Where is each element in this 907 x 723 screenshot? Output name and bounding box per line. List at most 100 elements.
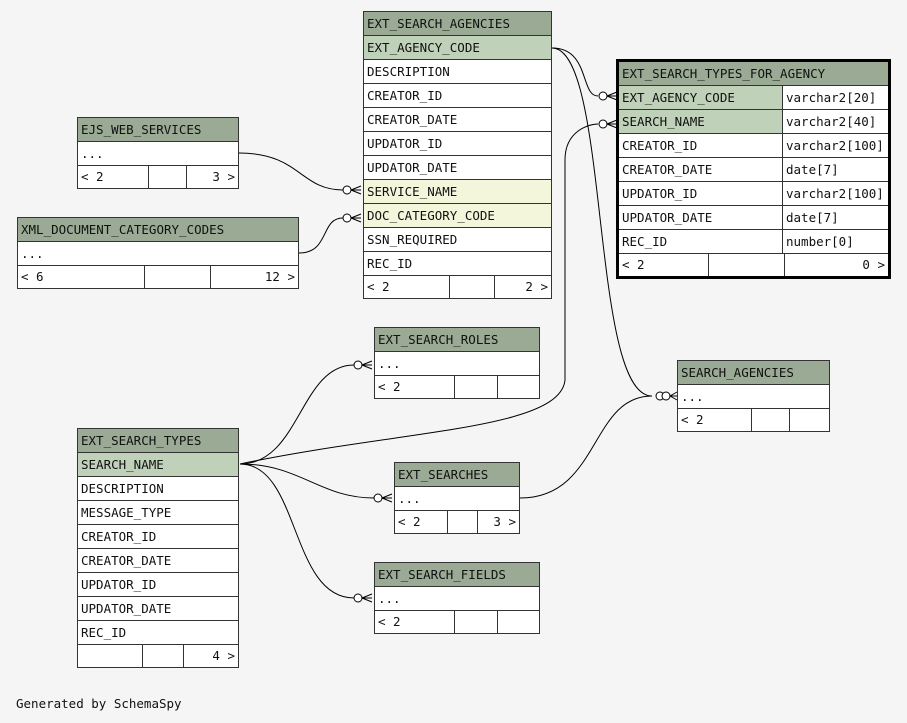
parents-count[interactable]: < 2: [375, 611, 455, 633]
parents-count[interactable]: < 2: [678, 409, 752, 431]
footer-spacer: [143, 645, 184, 667]
parents-count[interactable]: < 2: [375, 376, 455, 398]
parents-count[interactable]: < 6: [18, 266, 145, 288]
column-type: number[0]: [786, 234, 854, 249]
column-doc-category-code: DOC_CATEGORY_CODE: [367, 208, 495, 223]
edge-searches-to-search-agencies: [519, 395, 653, 499]
column-updator-id: UPDATOR_ID: [367, 136, 443, 151]
column-search-name: SEARCH_NAME: [619, 110, 783, 133]
parents-count[interactable]: [78, 645, 143, 667]
column-creator-date: CREATOR_DATE: [619, 158, 783, 181]
column-type: varchar2[40]: [786, 114, 877, 129]
edge-search-types-to-roles: [239, 364, 355, 465]
column-creator-date: CREATOR_DATE: [81, 553, 172, 568]
edge-search-types-to-fields: [239, 463, 355, 599]
column-updator-date: UPDATOR_DATE: [619, 206, 783, 229]
generated-by-footer: Generated by SchemaSpy: [16, 696, 182, 711]
table-title: EXT_SEARCHES: [395, 463, 519, 487]
column-type: varchar2[20]: [786, 90, 877, 105]
footer-spacer: [709, 254, 785, 276]
table-title: EXT_SEARCH_FIELDS: [375, 563, 539, 587]
column-service-name: SERVICE_NAME: [367, 184, 458, 199]
edge-search-types-to-searches: [239, 463, 375, 499]
table-ext-search-agencies[interactable]: EXT_SEARCH_AGENCIES EXT_AGENCY_CODE DESC…: [363, 11, 552, 299]
parents-count[interactable]: < 2: [78, 166, 149, 188]
columns-collapsed[interactable]: ...: [378, 356, 401, 371]
footer-spacer: [450, 276, 495, 298]
footer-spacer: [448, 511, 478, 533]
column-type: varchar2[100]: [786, 186, 884, 201]
table-ext-search-fields[interactable]: EXT_SEARCH_FIELDS ... < 2: [374, 562, 540, 634]
table-footer: < 2 3 >: [395, 511, 519, 533]
column-ext-agency-code: EXT_AGENCY_CODE: [367, 40, 480, 55]
column-updator-id: UPDATOR_ID: [81, 577, 157, 592]
table-ext-search-types[interactable]: EXT_SEARCH_TYPES SEARCH_NAME DESCRIPTION…: [77, 428, 239, 668]
footer-spacer: [455, 611, 498, 633]
column-ssn-required: SSN_REQUIRED: [367, 232, 458, 247]
table-xml-document-category-codes[interactable]: XML_DOCUMENT_CATEGORY_CODES ... < 6 12 >: [17, 217, 299, 289]
column-rec-id: REC_ID: [81, 625, 127, 640]
table-title: EXT_SEARCH_TYPES_FOR_AGENCY: [619, 62, 888, 86]
columns-collapsed[interactable]: ...: [21, 246, 44, 261]
table-footer: < 2: [375, 611, 539, 633]
table-ext-search-roles[interactable]: EXT_SEARCH_ROLES ... < 2: [374, 327, 540, 399]
children-count[interactable]: [790, 409, 829, 431]
table-title: EXT_SEARCH_TYPES: [78, 429, 238, 453]
table-ext-searches[interactable]: EXT_SEARCHES ... < 2 3 >: [394, 462, 520, 534]
table-footer: < 6 12 >: [18, 266, 298, 288]
column-updator-date: UPDATOR_DATE: [81, 601, 172, 616]
column-rec-id: REC_ID: [367, 256, 413, 271]
children-count[interactable]: 0 >: [862, 257, 885, 272]
table-title: SEARCH_AGENCIES: [678, 361, 829, 385]
column-ext-agency-code: EXT_AGENCY_CODE: [619, 86, 783, 109]
children-count[interactable]: [498, 611, 539, 633]
column-updator-id: UPDATOR_ID: [619, 182, 783, 205]
table-title: EXT_SEARCH_ROLES: [375, 328, 539, 352]
columns-collapsed[interactable]: ...: [398, 491, 421, 506]
parents-count[interactable]: < 2: [364, 276, 450, 298]
column-type: varchar2[100]: [786, 138, 884, 153]
parents-count[interactable]: < 2: [395, 511, 448, 533]
edge-ejs-web-services: [238, 152, 344, 191]
column-search-name: SEARCH_NAME: [81, 457, 164, 472]
columns-collapsed[interactable]: ...: [681, 389, 704, 404]
edge-agency-code-to-types-for-agency: [551, 47, 599, 97]
edge-xml-doc-category: [298, 217, 344, 254]
table-footer: < 2 2 >: [364, 276, 551, 298]
column-description: DESCRIPTION: [367, 64, 450, 79]
table-footer: < 2 3 >: [78, 166, 238, 188]
column-type: date[7]: [786, 162, 839, 177]
table-ejs-web-services[interactable]: EJS_WEB_SERVICES ... < 2 3 >: [77, 117, 239, 189]
children-count[interactable]: 2 >: [525, 279, 548, 294]
footer-spacer: [149, 166, 187, 188]
children-count[interactable]: 3 >: [212, 169, 235, 184]
table-footer: < 2: [375, 376, 539, 398]
children-count[interactable]: 4 >: [212, 648, 235, 663]
column-creator-id: CREATOR_ID: [81, 529, 157, 544]
table-footer: < 2 0 >: [619, 254, 888, 276]
table-title: EJS_WEB_SERVICES: [78, 118, 238, 142]
column-creator-id: CREATOR_ID: [367, 88, 443, 103]
column-updator-date: UPDATOR_DATE: [367, 160, 458, 175]
table-footer: 4 >: [78, 645, 238, 667]
children-count[interactable]: [498, 376, 539, 398]
footer-spacer: [145, 266, 211, 288]
column-message-type: MESSAGE_TYPE: [81, 505, 172, 520]
footer-spacer: [455, 376, 498, 398]
table-title: XML_DOCUMENT_CATEGORY_CODES: [18, 218, 298, 242]
table-search-agencies[interactable]: SEARCH_AGENCIES ... < 2: [677, 360, 830, 432]
column-rec-id: REC_ID: [619, 230, 783, 253]
table-ext-search-types-for-agency[interactable]: EXT_SEARCH_TYPES_FOR_AGENCY EXT_AGENCY_C…: [616, 59, 891, 279]
table-title: EXT_SEARCH_AGENCIES: [364, 12, 551, 36]
children-count[interactable]: 12 >: [264, 269, 295, 284]
footer-spacer: [752, 409, 790, 431]
parents-count[interactable]: < 2: [619, 254, 709, 276]
children-count[interactable]: 3 >: [493, 514, 516, 529]
column-type: date[7]: [786, 210, 839, 225]
column-description: DESCRIPTION: [81, 481, 164, 496]
table-footer: < 2: [678, 409, 829, 431]
columns-collapsed[interactable]: ...: [378, 591, 401, 606]
columns-collapsed[interactable]: ...: [81, 146, 104, 161]
column-creator-id: CREATOR_ID: [619, 134, 783, 157]
column-creator-date: CREATOR_DATE: [367, 112, 458, 127]
